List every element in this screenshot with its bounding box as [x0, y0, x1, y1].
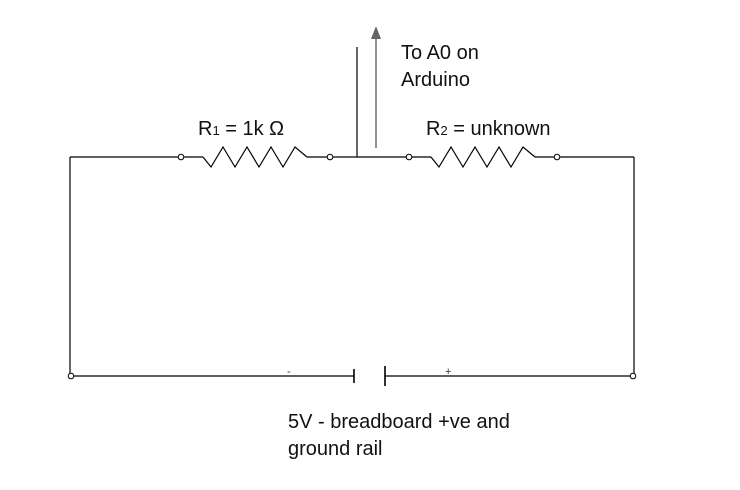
probe-label-line-1: To A0 on: [401, 42, 479, 64]
terminal-bottom-left: [67, 372, 75, 380]
terminal-r1-right: [326, 153, 334, 161]
battery-minus-sign: -: [287, 366, 291, 378]
probe-label-line-2: Arduino: [401, 69, 470, 91]
terminal-bottom-right: [629, 372, 637, 380]
resistor-2-symbol: [405, 145, 561, 169]
resistor-1-label: R1 = 1k Ω: [198, 118, 285, 140]
probe-arrow-icon: [371, 26, 381, 148]
battery-plus-sign: +: [445, 366, 452, 378]
terminal-r2-right: [553, 153, 561, 161]
terminal-r2-left: [405, 153, 413, 161]
terminal-r1-left: [177, 153, 185, 161]
resistor-2-label: R2 = unknown: [426, 118, 551, 140]
battery-symbol: [353, 366, 386, 386]
resistor-1-symbol: [177, 145, 334, 169]
supply-label-line-2: ground rail: [288, 438, 383, 460]
supply-label-line-1: 5V - breadboard +ve and: [288, 411, 510, 433]
